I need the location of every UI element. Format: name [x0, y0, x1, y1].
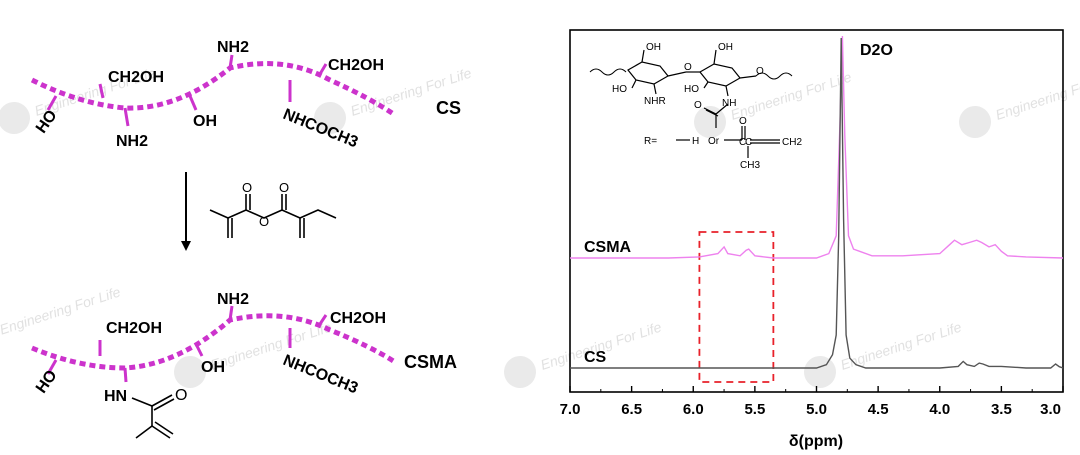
inset-methacryl-c1: C: [739, 137, 746, 148]
inset-ho-1: HO: [612, 84, 627, 95]
inset-methacryl-o: O: [739, 116, 747, 127]
x-tick-label-2: 6.0: [683, 401, 704, 418]
csma-carbonyl-o: O: [175, 387, 187, 404]
inset-terminal-o: O: [756, 66, 764, 77]
csma-ch2oh-right: CH2OH: [330, 310, 386, 327]
inset-ch2: CH2: [782, 137, 802, 148]
cs-oh-mid: OH: [193, 113, 217, 130]
csma-structure: CH2OH HO HN NH2 OH CH2OH NHCOCH3 CSMA O: [31, 291, 457, 439]
d2o-annotation: D2O: [860, 42, 893, 59]
series-line-csma: [570, 35, 1064, 259]
inset-methacryl-c2: C: [745, 137, 752, 148]
x-tick-label-7: 3.5: [991, 401, 1012, 418]
csma-nhcoch3: NHCOCH3: [281, 352, 361, 397]
cs-backbone: [30, 61, 397, 118]
csma-oh-mid: OH: [201, 359, 225, 376]
series-label-csma: CSMA: [584, 239, 632, 256]
inset-nhr: NHR: [644, 96, 666, 107]
inset-oh-2: OH: [718, 42, 733, 53]
inset-nh: NH: [722, 98, 736, 109]
x-tick-label-1: 6.5: [621, 401, 642, 418]
x-axis-label: δ(ppm): [789, 433, 843, 450]
watermark-5: Engineering For Life: [504, 319, 664, 388]
inset-ho-2: HO: [684, 84, 699, 95]
csma-nh2-top: NH2: [217, 291, 249, 308]
inset-h: H: [692, 136, 699, 147]
series-label-cs: CS: [584, 349, 607, 366]
methacrylamide-group: [131, 394, 175, 439]
x-tick-label-3: 5.5: [744, 401, 765, 418]
watermarks: Engineering For Life Engineering For Lif…: [0, 65, 1080, 388]
x-axis-ticks: 7.0 6.5 6.0 5.5 5.0 4.5 4.0 3.5 3.0: [560, 386, 1064, 418]
csma-bonds: [46, 305, 328, 383]
x-tick-label-6: 4.0: [929, 401, 950, 418]
x-tick-label-8: 3.0: [1040, 401, 1061, 418]
inset-r-definition: R=: [644, 136, 657, 147]
watermark-7: Engineering For Life: [804, 319, 964, 388]
x-tick-label-0: 7.0: [560, 401, 581, 418]
inset-oh-1: OH: [646, 42, 661, 53]
csma-hn-bottom: HN: [104, 388, 127, 405]
inset-structure: OH OH HO HO O O NHR NH O R= H Or O C C C…: [589, 42, 802, 171]
cs-ch2oh-right: CH2OH: [328, 57, 384, 74]
csma-backbone: [31, 313, 397, 371]
watermark-text-3: Engineering For Life: [0, 283, 123, 337]
reagent-carbonyl-o-2: O: [279, 180, 289, 195]
watermark-text-8: Engineering For Life: [993, 69, 1080, 123]
cs-ch2oh-left: CH2OH: [108, 69, 164, 86]
inset-ch3: CH3: [740, 160, 760, 171]
cs-nh2-top: NH2: [217, 39, 249, 56]
reagent-ether-o: O: [259, 214, 269, 229]
inset-or: Or: [708, 136, 720, 147]
methacrylic-anhydride: [209, 194, 337, 238]
csma-label: CSMA: [404, 352, 457, 372]
watermark-6: Engineering For Life: [694, 69, 854, 138]
dashed-highlight-box: [698, 231, 775, 383]
watermark-3: Engineering For Life: [0, 283, 123, 337]
inset-acetyl-o: O: [694, 100, 702, 111]
reagent-carbonyl-o-1: O: [242, 180, 252, 195]
inset-glycosidic-o: O: [684, 62, 692, 73]
x-tick-label-5: 4.5: [868, 401, 889, 418]
watermark-8: Engineering For Life: [959, 69, 1080, 138]
cs-label: CS: [436, 98, 461, 118]
series-line-cs: [570, 37, 1064, 369]
inset-rings: [589, 49, 793, 158]
csma-ho-left: HO: [33, 367, 61, 396]
csma-ch2oh-left: CH2OH: [106, 320, 162, 337]
cs-bonds: [46, 54, 328, 127]
cs-nh2-bottom: NH2: [116, 133, 148, 150]
x-tick-label-4: 5.0: [806, 401, 827, 418]
